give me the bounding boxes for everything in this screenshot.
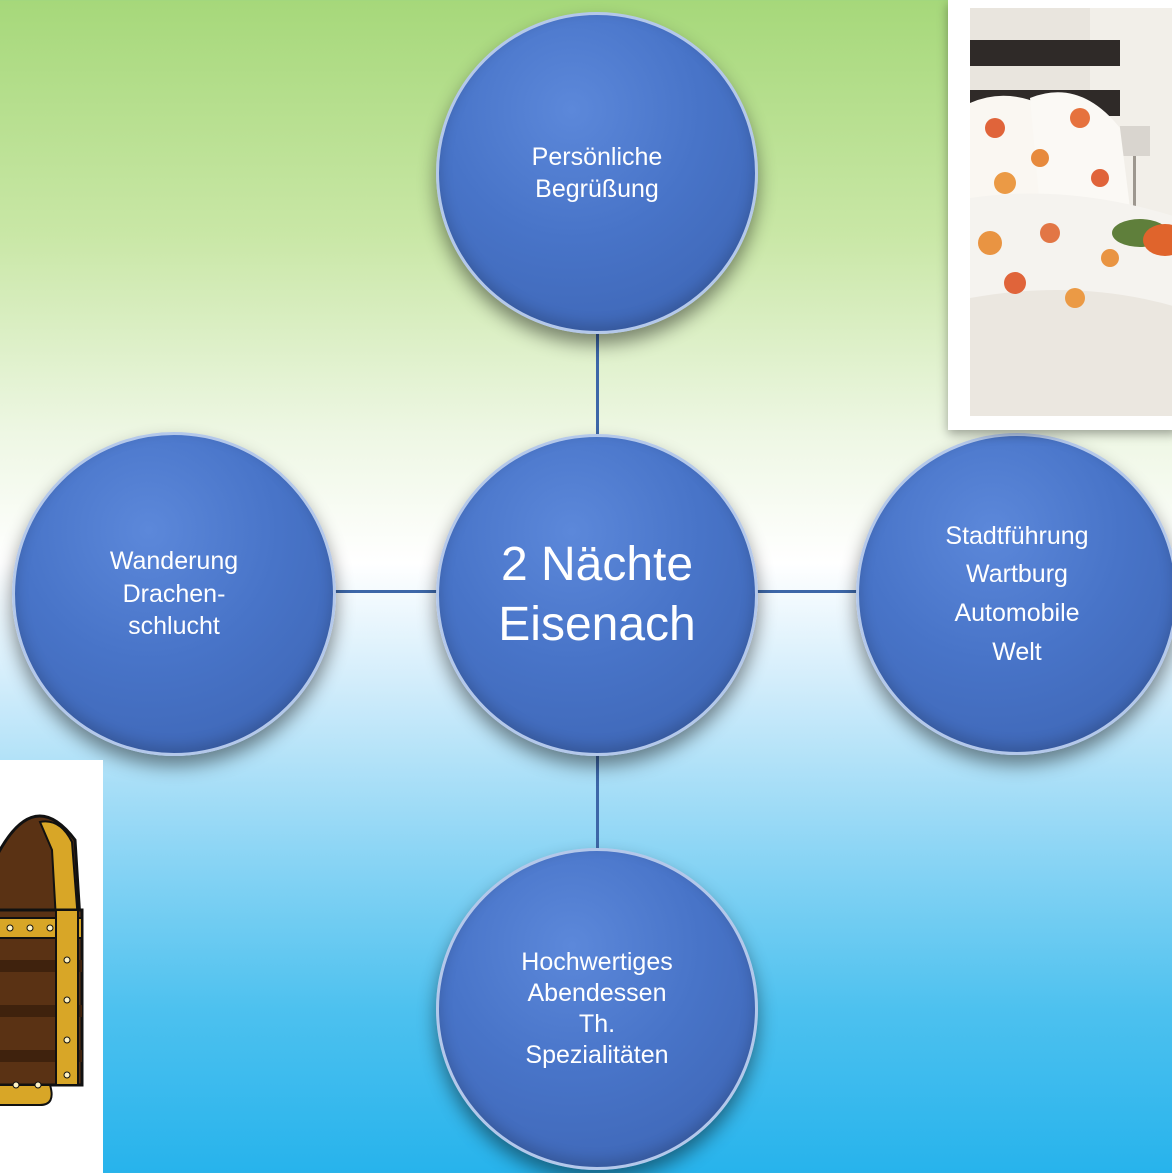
node-right[interactable]: Stadtführung Wartburg Automobile Welt	[856, 433, 1172, 755]
connector-top	[596, 322, 599, 460]
connector-left	[332, 590, 452, 593]
connector-right	[745, 590, 860, 593]
node-center-label: 2 Nächte Eisenach	[498, 538, 696, 651]
treasure-chest-icon	[0, 814, 84, 1106]
bedroom-photo	[948, 0, 1172, 430]
node-top[interactable]: Persönliche Begrüßung	[436, 12, 758, 334]
treasure-chest-clipart	[0, 760, 103, 1173]
node-bottom-label: Hochwertiges Abendessen Th. Spezialitäte…	[521, 947, 673, 1070]
node-left[interactable]: Wanderung Drachen- schlucht	[12, 432, 336, 756]
connector-bottom	[596, 748, 599, 858]
node-bottom[interactable]: Hochwertiges Abendessen Th. Spezialitäte…	[436, 848, 758, 1170]
bedroom-photo-illustration	[970, 8, 1172, 416]
node-left-label: Wanderung Drachen- schlucht	[109, 547, 239, 641]
node-center[interactable]: 2 Nächte Eisenach	[436, 434, 758, 756]
node-right-label: Stadtführung Wartburg Automobile Welt	[945, 521, 1089, 666]
node-top-label: Persönliche Begrüßung	[531, 142, 663, 204]
